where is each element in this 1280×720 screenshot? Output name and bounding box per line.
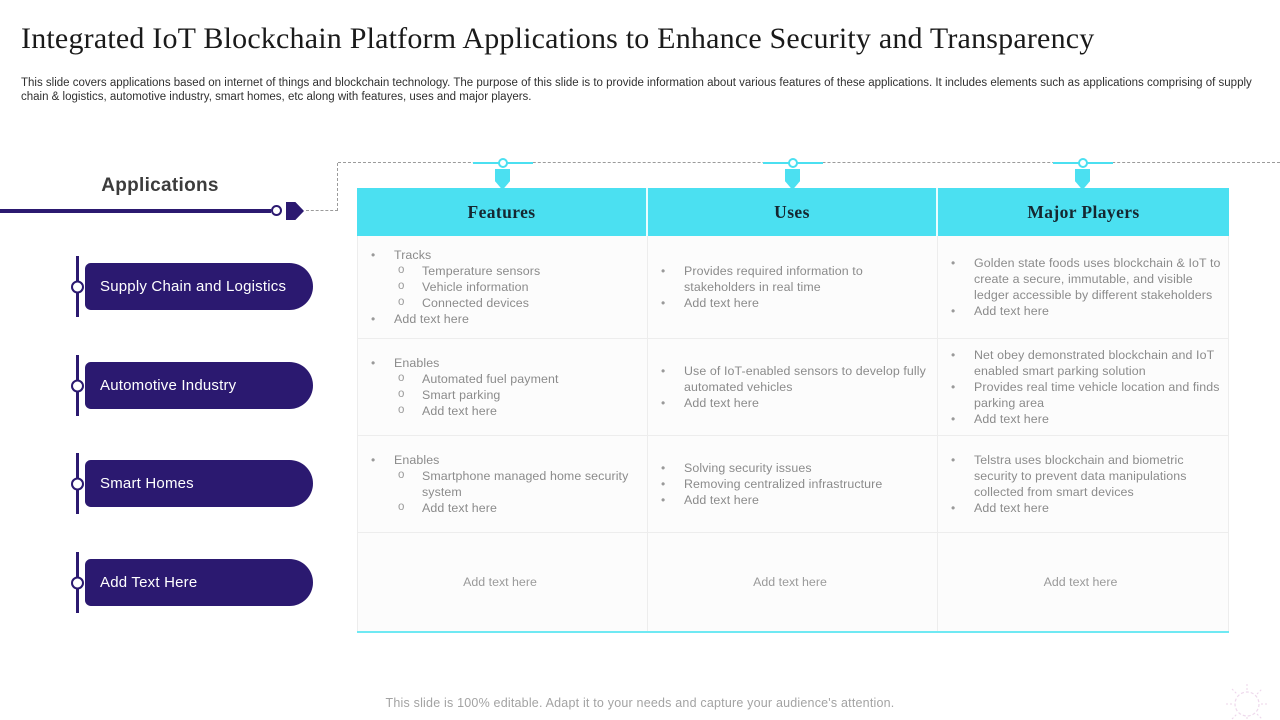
placeholder-cell: Add text here bbox=[357, 533, 648, 631]
table-cell: EnablesSmartphone managed home security … bbox=[357, 436, 648, 533]
table-cell: Telstra uses blockchain and biometric se… bbox=[938, 436, 1229, 533]
button-node bbox=[71, 576, 84, 589]
marker-node bbox=[788, 158, 798, 168]
placeholder-text: Add text here bbox=[1043, 575, 1118, 589]
bullet-item: Use of IoT-enabled sensors to develop fu… bbox=[648, 363, 932, 395]
applications-heading: Applications bbox=[101, 175, 219, 196]
arrow-right-icon bbox=[286, 202, 304, 220]
placeholder-text: Add text here bbox=[753, 575, 827, 589]
bullet-item: Solving security issues bbox=[648, 460, 932, 476]
connector-dashed-line bbox=[306, 210, 338, 211]
sub-bullet-item: Smartphone managed home security system bbox=[358, 467, 642, 500]
table-header-row: Features Uses Major Players bbox=[357, 188, 1229, 236]
marker-node bbox=[1078, 158, 1088, 168]
button-node bbox=[71, 477, 84, 490]
sub-bullet-item: Temperature sensors bbox=[358, 262, 642, 279]
bullet-item: Add text here bbox=[648, 395, 932, 411]
arrow-down-pin-icon bbox=[495, 169, 510, 190]
column-pointer-features bbox=[473, 158, 533, 190]
bullet-item: Add text here bbox=[648, 492, 932, 508]
sub-bullet-item: Smart parking bbox=[358, 386, 642, 403]
button-node bbox=[71, 379, 84, 392]
sub-bullet-item: Add text here bbox=[358, 402, 642, 419]
bullet-item: Add text here bbox=[938, 411, 1223, 427]
connector-dashed-line bbox=[337, 163, 338, 211]
bullet-item: Provides required information to stakeho… bbox=[648, 263, 932, 295]
column-header-major-players: Major Players bbox=[938, 188, 1229, 236]
bullet-item: Net obey demonstrated blockchain and IoT… bbox=[938, 347, 1223, 379]
application-item-supply-chain: Supply Chain and Logistics bbox=[68, 256, 313, 317]
column-header-uses: Uses bbox=[648, 188, 938, 236]
footer-note: This slide is 100% editable. Adapt it to… bbox=[385, 696, 895, 710]
sub-bullet-item: Vehicle information bbox=[358, 278, 642, 295]
arrow-down-pin-icon bbox=[1075, 169, 1090, 190]
decorative-starburst-icon bbox=[1226, 684, 1268, 720]
bullet-item: Telstra uses blockchain and biometric se… bbox=[938, 452, 1223, 500]
accent-line bbox=[0, 209, 271, 213]
smart-homes-button[interactable]: Smart Homes bbox=[85, 460, 313, 507]
bullet-item: Enables bbox=[358, 355, 642, 371]
arrow-down-pin-icon bbox=[785, 169, 800, 190]
placeholder-text: Add text here bbox=[463, 575, 537, 589]
accent-line-node bbox=[271, 205, 282, 216]
table-cell: Solving security issuesRemoving centrali… bbox=[648, 436, 938, 533]
bullet-item: Add text here bbox=[938, 303, 1223, 319]
placeholder-cell: Add text here bbox=[648, 533, 938, 631]
column-pointer-uses bbox=[763, 158, 823, 190]
applications-table: Features Uses Major Players TracksTemper… bbox=[357, 188, 1229, 633]
marker-node bbox=[498, 158, 508, 168]
bullet-item: Removing centralized infrastructure bbox=[648, 476, 932, 492]
slide-description: This slide covers applications based on … bbox=[21, 77, 1252, 103]
sub-bullet-item: Automated fuel payment bbox=[358, 370, 642, 387]
bullet-item: Enables bbox=[358, 452, 642, 468]
bullet-item: Provides real time vehicle location and … bbox=[938, 379, 1223, 411]
table-body: TracksTemperature sensorsVehicle informa… bbox=[357, 236, 1229, 633]
table-cell: Use of IoT-enabled sensors to develop fu… bbox=[648, 339, 938, 436]
application-item-smart-homes: Smart Homes bbox=[68, 453, 313, 514]
bullet-item: Add text here bbox=[358, 311, 642, 327]
table-cell: TracksTemperature sensorsVehicle informa… bbox=[357, 236, 648, 339]
bullet-item: Tracks bbox=[358, 247, 642, 263]
sub-bullet-item: Add text here bbox=[358, 499, 642, 516]
button-node bbox=[71, 280, 84, 293]
bullet-item: Golden state foods uses blockchain & IoT… bbox=[938, 255, 1223, 303]
application-item-automotive: Automotive Industry bbox=[68, 355, 313, 416]
application-item-add-text: Add Text Here bbox=[68, 552, 313, 613]
bullet-item: Add text here bbox=[938, 500, 1223, 516]
table-cell: Provides required information to stakeho… bbox=[648, 236, 938, 339]
table-cell: EnablesAutomated fuel paymentSmart parki… bbox=[357, 339, 648, 436]
table-cell: Golden state foods uses blockchain & IoT… bbox=[938, 236, 1229, 339]
page-title: Integrated IoT Blockchain Platform Appli… bbox=[21, 22, 1095, 55]
column-header-features: Features bbox=[357, 188, 648, 236]
bullet-item: Add text here bbox=[648, 295, 932, 311]
supply-chain-button[interactable]: Supply Chain and Logistics bbox=[85, 263, 313, 310]
add-text-here-button[interactable]: Add Text Here bbox=[85, 559, 313, 606]
sub-bullet-item: Connected devices bbox=[358, 294, 642, 311]
automotive-industry-button[interactable]: Automotive Industry bbox=[85, 362, 313, 409]
table-cell: Net obey demonstrated blockchain and IoT… bbox=[938, 339, 1229, 436]
placeholder-cell: Add text here bbox=[938, 533, 1229, 631]
column-pointer-major-players bbox=[1053, 158, 1113, 190]
